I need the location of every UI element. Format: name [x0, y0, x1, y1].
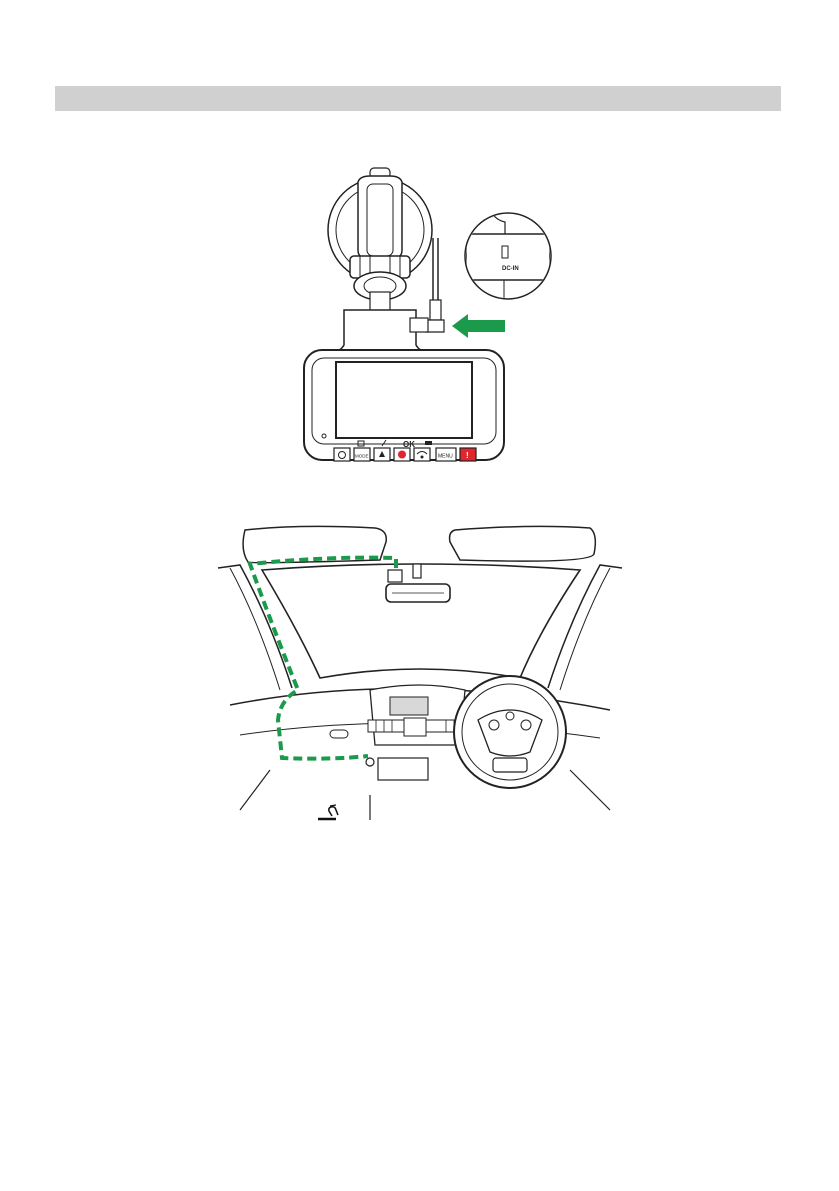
wifi-button-icon [414, 448, 430, 461]
camera-button-row: MODE MENU ! [334, 448, 476, 461]
windscreen [262, 564, 580, 678]
power-socket [366, 758, 374, 766]
right-sun-visor [450, 526, 596, 561]
usb-plug [410, 318, 428, 332]
mode-label: MODE [355, 454, 369, 459]
section-header-bar [55, 86, 781, 111]
windscreen-cable-route-illustration [210, 520, 630, 820]
mounted-dashcam [388, 570, 402, 582]
emergency-label: ! [466, 451, 469, 460]
dc-in-label: DC-IN [502, 266, 519, 272]
menu-label: MENU [438, 454, 453, 460]
arrow-left-icon [452, 314, 505, 338]
dashcam-screen [336, 362, 472, 438]
dashcam-mount-illustration: OK MODE MENU ! DC-IN [290, 160, 560, 465]
wiper-icon [316, 803, 344, 821]
power-icon [334, 448, 350, 461]
